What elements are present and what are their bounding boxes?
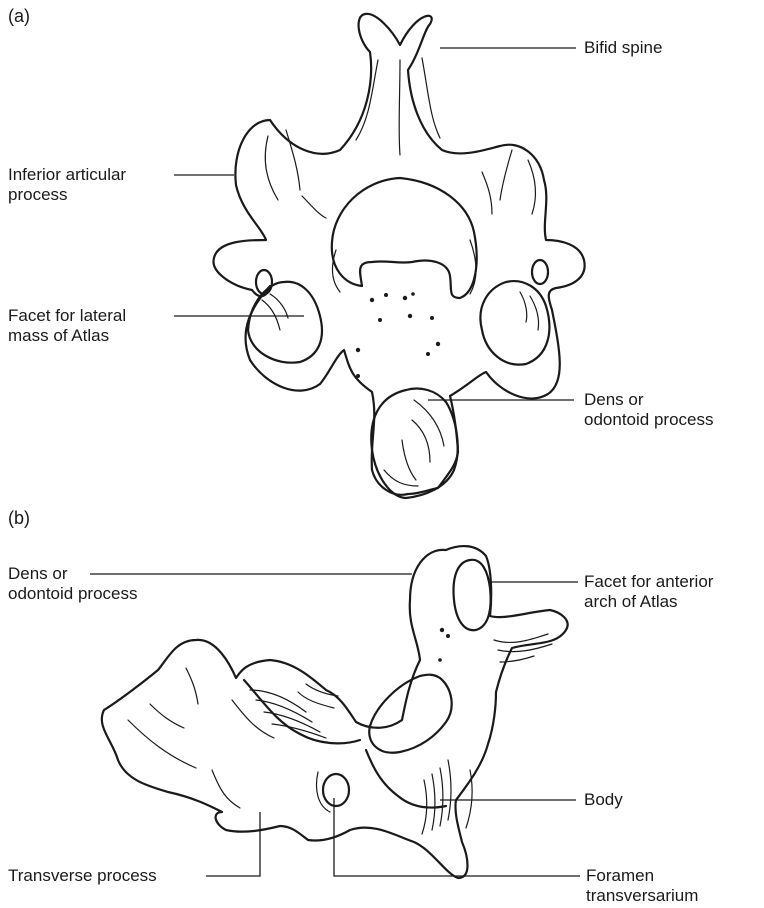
vertebra-lateral-view	[102, 546, 568, 878]
label-line: arch of Atlas	[584, 592, 713, 612]
label-line: transversarium	[586, 886, 698, 906]
leader-foramen	[334, 798, 580, 876]
leaders-panel-a	[174, 48, 576, 400]
label-dens-a: Dens or odontoid process	[584, 390, 713, 430]
label-inferior-articular-process: Inferior articular process	[8, 165, 126, 205]
label-facet-anterior-arch: Facet for anterior arch of Atlas	[584, 572, 713, 612]
leaders-panel-b	[90, 574, 580, 876]
panel-b-tag: (b)	[8, 508, 30, 528]
panel-a-tag: (a)	[8, 6, 30, 26]
label-bifid-spine: Bifid spine	[584, 38, 662, 58]
label-line: mass of Atlas	[8, 326, 126, 346]
label-body: Body	[584, 790, 623, 810]
label-line: Inferior articular	[8, 165, 126, 185]
label-line: Facet for anterior	[584, 572, 713, 592]
label-line: Foramen	[586, 866, 698, 886]
label-line: odontoid process	[8, 584, 137, 604]
label-line: Dens or	[584, 390, 713, 410]
label-line: Facet for lateral	[8, 306, 126, 326]
label-transverse-process: Transverse process	[8, 866, 157, 886]
label-foramen-transversarium: Foramen transversarium	[586, 866, 698, 906]
label-facet-lateral-mass: Facet for lateral mass of Atlas	[8, 306, 126, 346]
vertebra-posterior-view	[214, 14, 585, 498]
label-line: Dens or	[8, 564, 137, 584]
label-line: odontoid process	[584, 410, 713, 430]
label-line: process	[8, 185, 126, 205]
leader-transverse-process	[206, 812, 260, 876]
label-dens-b: Dens or odontoid process	[8, 564, 137, 604]
